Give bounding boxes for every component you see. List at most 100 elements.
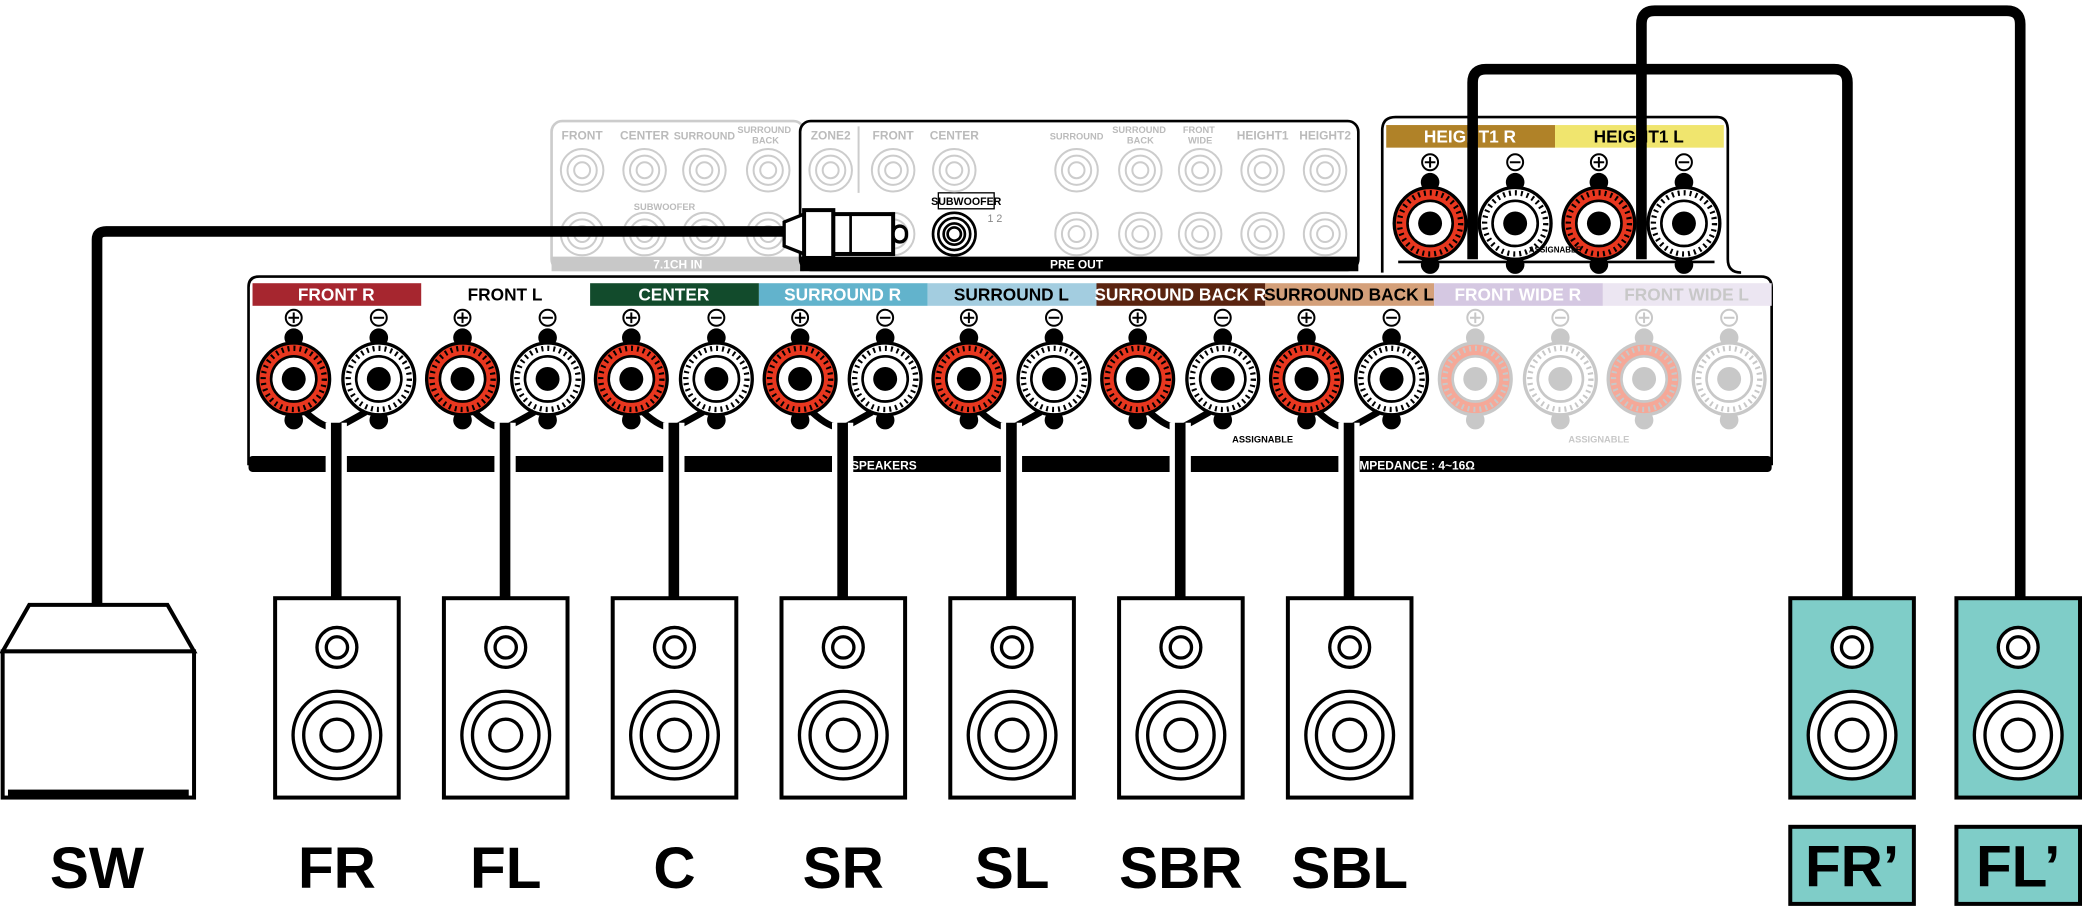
section-label: FRONT WIDE R (1455, 284, 1582, 304)
section-label: FRONT L (468, 284, 543, 304)
plus-terminal[interactable] (424, 328, 501, 430)
plus-terminal[interactable] (593, 328, 669, 430)
minus-terminal[interactable] (1691, 328, 1767, 430)
subwoofer-pre-out-jack[interactable] (931, 211, 977, 257)
speaker-label: FL’ (1976, 835, 2060, 900)
plus-sign-icon (284, 308, 303, 327)
height-speaker-label-box (1954, 824, 2083, 906)
section-label: SURROUND R (784, 284, 902, 304)
minus-terminal[interactable] (847, 328, 923, 430)
speaker-c (610, 596, 739, 800)
jack-label: CENTER (620, 129, 670, 143)
pre-out-jack-label: SURROUND BACK (1112, 125, 1168, 146)
speaker-terminal-section: FRONT L (421, 283, 591, 601)
pre-out-jack-label: ZONE2 (811, 129, 851, 143)
speaker-fr (273, 596, 401, 800)
pre-out-jack-label: HEIGHT2 (1299, 129, 1351, 143)
rca-jack (682, 147, 727, 193)
section-label: FRONT WIDE L (1624, 284, 1749, 304)
assignable-label-dimmed: ASSIGNABLE (1568, 435, 1629, 445)
rca-jack (1240, 147, 1285, 193)
plus-terminal[interactable] (762, 328, 838, 430)
plus-terminal[interactable] (1437, 328, 1513, 430)
speaker-height0 (1788, 596, 1916, 800)
rca-jack (1302, 147, 1348, 193)
pre-out-jack-label: HEIGHT1 (1237, 129, 1289, 143)
speaker-sbr (1117, 596, 1245, 800)
plus-sign-icon (791, 308, 810, 327)
rca-jack (870, 147, 916, 193)
plus-terminal[interactable] (1606, 328, 1682, 430)
speaker-label: SBL (1291, 836, 1408, 901)
speaker-label: FR (298, 836, 376, 901)
speaker-label-sw: SW (50, 836, 145, 901)
ch-in-label: 7.1CH IN (653, 258, 702, 272)
assignable-label: ASSIGNABLE (1529, 246, 1581, 255)
rca-jack (1054, 211, 1099, 257)
rca-jack (622, 147, 667, 193)
jack-label: FRONT (562, 129, 604, 143)
minus-sign-icon (369, 308, 388, 327)
section-label: FRONT R (298, 284, 375, 304)
plus-terminal[interactable] (1100, 328, 1176, 430)
speaker-label: SL (975, 836, 1050, 901)
plus-sign-icon (622, 308, 641, 327)
rca-jack (1118, 147, 1163, 193)
speaker-panel: SPEAKERS IMPEDANCE : 4~16Ω ASSIGNABLE AS… (247, 275, 1773, 601)
speaker-label: SR (803, 836, 884, 901)
minus-terminal[interactable] (1522, 328, 1598, 430)
speaker-terminal-section: SURROUND R (758, 283, 928, 601)
section-label: SURROUND BACK L (1264, 284, 1434, 304)
plus-sign-icon (959, 308, 978, 327)
plus-terminal[interactable] (1392, 172, 1468, 274)
subwoofer-unit: SW (0, 602, 198, 901)
rca-jack (1177, 211, 1223, 257)
plus-terminal[interactable] (1268, 328, 1345, 430)
subwoofer-jack-label: SUBWOOFER (931, 196, 1002, 208)
speaker-terminal-section: FRONT R (252, 283, 422, 601)
minus-terminal[interactable] (510, 328, 586, 430)
minus-terminal[interactable] (678, 328, 754, 430)
minus-terminal[interactable] (1354, 328, 1430, 430)
plus-terminal[interactable] (931, 328, 1007, 430)
rca-jack (1177, 147, 1223, 193)
section-label: SURROUND BACK R (1094, 284, 1266, 304)
pre-out-jack-label: FRONT (873, 129, 915, 143)
speaker-terminal-section: SURROUND BACK L (1264, 283, 1434, 601)
speaker-label: C (653, 836, 695, 901)
plus-sign-icon (1466, 308, 1485, 327)
impedance-label: IMPEDANCE : 4~16Ω (1356, 458, 1475, 472)
minus-terminal[interactable] (341, 328, 417, 430)
section-label: CENTER (638, 284, 710, 304)
minus-sign-icon (1044, 308, 1063, 327)
plus-sign-icon (1421, 153, 1440, 172)
assignable-label: ASSIGNABLE (1232, 435, 1293, 445)
rca-jack (1302, 211, 1348, 257)
rca-jack (808, 147, 853, 193)
pre-out-jack-label: CENTER (930, 129, 980, 143)
minus-terminal[interactable] (1016, 328, 1092, 430)
speakers-label: SPEAKERS (851, 458, 917, 472)
height-r-cable (1467, 63, 1853, 601)
plus-sign-icon (453, 308, 472, 327)
minus-sign-icon (876, 308, 895, 327)
minus-sign-icon (538, 308, 557, 327)
speaker-sbl (1285, 596, 1414, 800)
pre-out-jack-label: FRONT WIDE (1183, 125, 1218, 146)
minus-terminal[interactable] (1477, 172, 1553, 274)
speaker-sl (948, 596, 1076, 800)
subwoofer-cable (91, 226, 795, 605)
speaker-label: FR’ (1805, 835, 1899, 900)
jack-label: SUBWOOFER (634, 202, 696, 212)
minus-terminal[interactable] (1646, 172, 1722, 274)
plus-terminal[interactable] (256, 328, 332, 430)
plus-terminal[interactable] (1561, 172, 1637, 274)
minus-terminal[interactable] (1185, 328, 1261, 430)
rca-jack (1118, 211, 1163, 257)
pre-out-label: PRE OUT (1050, 258, 1104, 272)
minus-sign-icon (1720, 308, 1739, 327)
minus-sign-icon (1674, 153, 1693, 172)
speaker-terminal-section: FRONT WIDE R (1434, 283, 1603, 430)
height-l-cable (1636, 5, 2026, 601)
